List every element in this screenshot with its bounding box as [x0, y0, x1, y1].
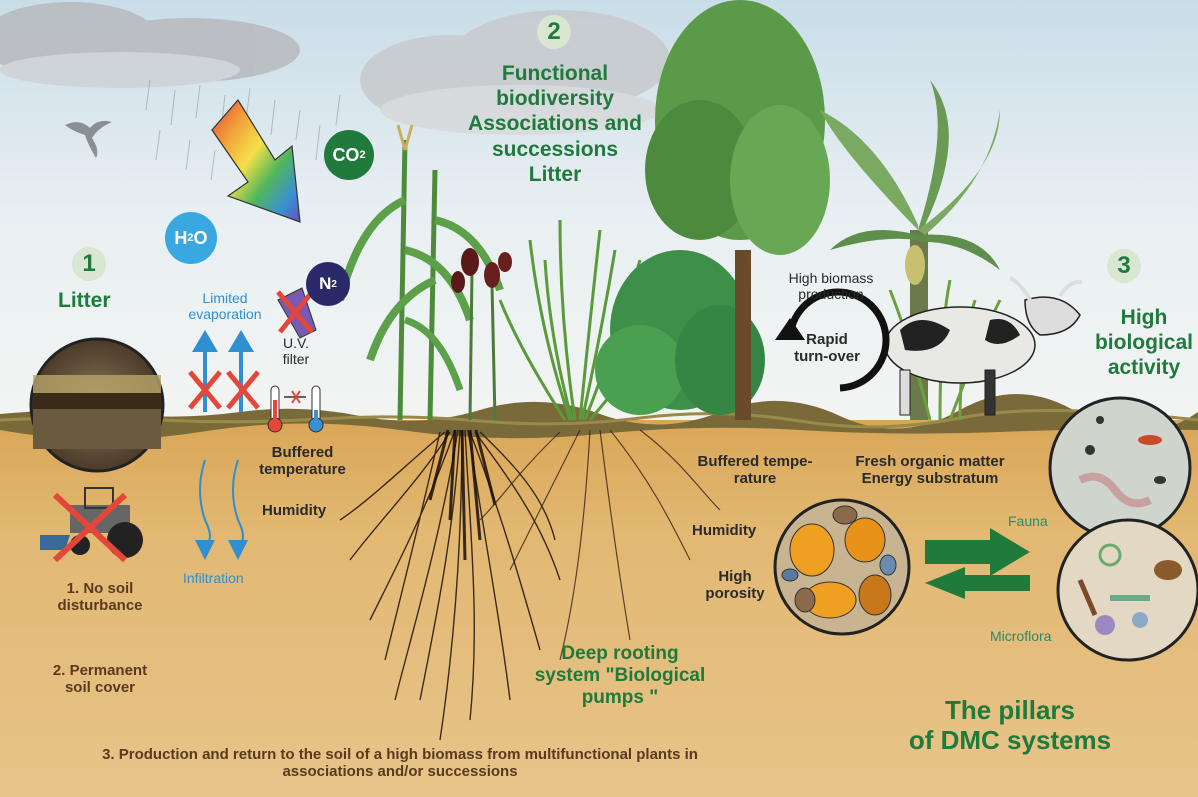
high-biomass-label: High biomass production	[766, 270, 896, 302]
principle-line: associations and/or successions	[282, 763, 518, 781]
label-line: system "Biological	[534, 664, 706, 686]
n2-subscript: 2	[331, 278, 337, 290]
label-line: Buffered	[271, 444, 334, 461]
pillar1-title: Litter	[58, 289, 111, 312]
deep-roots-main	[339, 429, 561, 741]
principle-line: disturbance	[57, 597, 143, 615]
bird	[65, 120, 112, 158]
n2-label: N	[319, 274, 332, 293]
label-line: High	[718, 568, 752, 585]
pillar3-number: 3	[1107, 249, 1141, 283]
soil-porosity-circle	[773, 498, 911, 636]
label-line: porosity	[705, 585, 765, 603]
deep-roots-dense	[428, 429, 497, 561]
fauna-circle	[1048, 396, 1192, 540]
principle-1: 1. No soil disturbance	[30, 580, 170, 615]
label-line: High biomass	[788, 270, 874, 286]
principle-3: 3. Production and return to the soil of …	[30, 746, 770, 781]
principle-2: 2. Permanent soil cover	[30, 662, 170, 697]
sorghum-plants	[451, 248, 512, 421]
pillar3-title: High biological activity	[1090, 305, 1198, 381]
principle-line: 3. Production and return to the soil of …	[102, 746, 698, 763]
sun-ray-arrow	[211, 98, 301, 223]
uv-filter-icon	[276, 287, 317, 339]
label-line: Rapid	[806, 331, 848, 348]
label-line: U.V.	[283, 335, 309, 351]
turnover-cycle-arrow	[786, 288, 890, 392]
label-line: Energy substratum	[861, 470, 999, 488]
tree	[645, 0, 830, 420]
h2o-label-o: O	[193, 227, 208, 248]
buffered-temperature-label-right: Buffered tempe- rature	[690, 453, 820, 488]
microflora-circle	[1056, 518, 1198, 662]
label-line: filter	[282, 351, 310, 368]
label-line: pumps "	[581, 686, 659, 708]
label-line: Fresh organic matter	[855, 453, 1005, 470]
pillar2-title-line: Functional	[501, 62, 609, 85]
rain	[145, 79, 341, 181]
exchange-arrows	[925, 528, 1030, 599]
pillar2-title-line: Litter	[528, 162, 582, 186]
label-line: turn-over	[794, 348, 860, 366]
limited-evaporation-label: Limited evaporation	[170, 290, 280, 322]
pillar2-title: Functional biodiversity Associations and…	[440, 61, 670, 187]
deep-roots-secondary	[479, 429, 721, 661]
microflora-label: Microflora	[990, 628, 1052, 644]
legume-shrub	[595, 250, 765, 415]
fauna-label: Fauna	[1008, 513, 1048, 529]
label-line: Buffered tempe-	[697, 453, 813, 470]
cow	[884, 276, 1083, 416]
evaporation-cross-icons	[188, 370, 260, 410]
principle-line: 1. No soil	[66, 580, 134, 597]
pillar3-title-line: biological	[1094, 331, 1193, 355]
label-line: Limited	[202, 290, 248, 306]
fresh-organic-matter-label: Fresh organic matter Energy substratum	[840, 453, 1020, 488]
diagram-footer-title: The pillars of DMC systems	[880, 695, 1140, 756]
evaporation-arrows	[192, 330, 254, 412]
co2-subscript: 2	[359, 149, 366, 161]
principle-line: soil cover	[64, 679, 136, 697]
label-line: temperature	[259, 461, 346, 479]
label-line: Deep rooting	[561, 643, 679, 664]
deep-rooting-label: Deep rooting system "Biological pumps "	[510, 643, 730, 709]
label-line: production	[798, 286, 864, 303]
humidity-label-right: Humidity	[692, 522, 757, 539]
litter-sample-circle	[29, 337, 165, 473]
cloud-center	[360, 10, 670, 135]
litter-layer	[0, 393, 1198, 440]
rapid-turnover-label: Rapid turn-over	[787, 331, 867, 366]
co2-label: CO	[332, 144, 360, 165]
pillar3-title-line: High	[1120, 306, 1168, 329]
pillar2-title-line: Associations and	[468, 112, 642, 136]
uv-filter-label: U.V. filter	[268, 335, 324, 367]
cycle-arrowhead	[775, 318, 805, 340]
pillar2-title-line: biodiversity	[496, 87, 614, 111]
tractor-crossed-icon	[40, 487, 143, 563]
h2o-label-h: H	[174, 227, 188, 248]
humidity-label-left: Humidity	[262, 502, 327, 519]
infiltration-label: Infiltration	[183, 570, 244, 586]
footer-title-line: of DMC systems	[908, 724, 1112, 755]
buffered-temperature-label: Buffered temperature	[245, 444, 360, 479]
pillar3-title-line: activity	[1107, 356, 1181, 380]
high-porosity-label: High porosity	[700, 568, 770, 603]
thermometer-icons	[267, 385, 324, 433]
h2o-subscript: 2	[187, 232, 194, 244]
cloud-left	[0, 2, 300, 88]
label-line: rature	[733, 470, 777, 488]
pillar2-number: 2	[537, 15, 571, 49]
pillar1-number: 1	[72, 247, 106, 281]
pillar2-title-line: successions	[491, 137, 619, 161]
footer-title-line: The pillars	[944, 695, 1076, 725]
principle-line: 2. Permanent	[52, 662, 148, 679]
label-line: evaporation	[188, 306, 262, 323]
